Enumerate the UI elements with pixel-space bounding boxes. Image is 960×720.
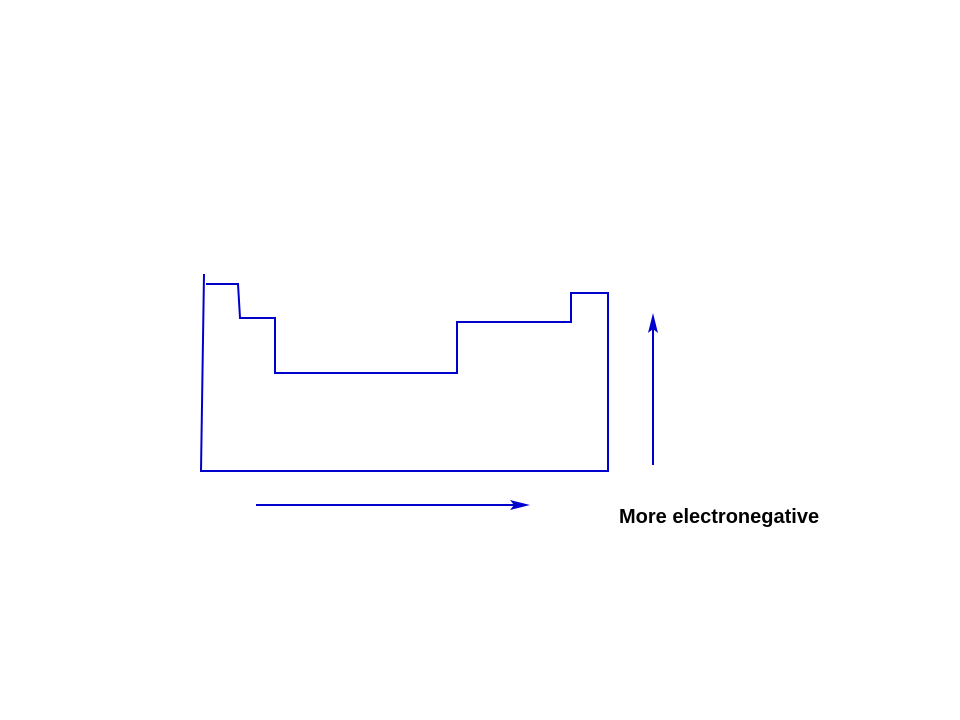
arrow-right-icon [256, 500, 530, 510]
electronegativity-caption: More electronegative [619, 506, 820, 528]
arrow-up-icon [648, 313, 658, 465]
periodic-table-outline [199, 273, 609, 472]
